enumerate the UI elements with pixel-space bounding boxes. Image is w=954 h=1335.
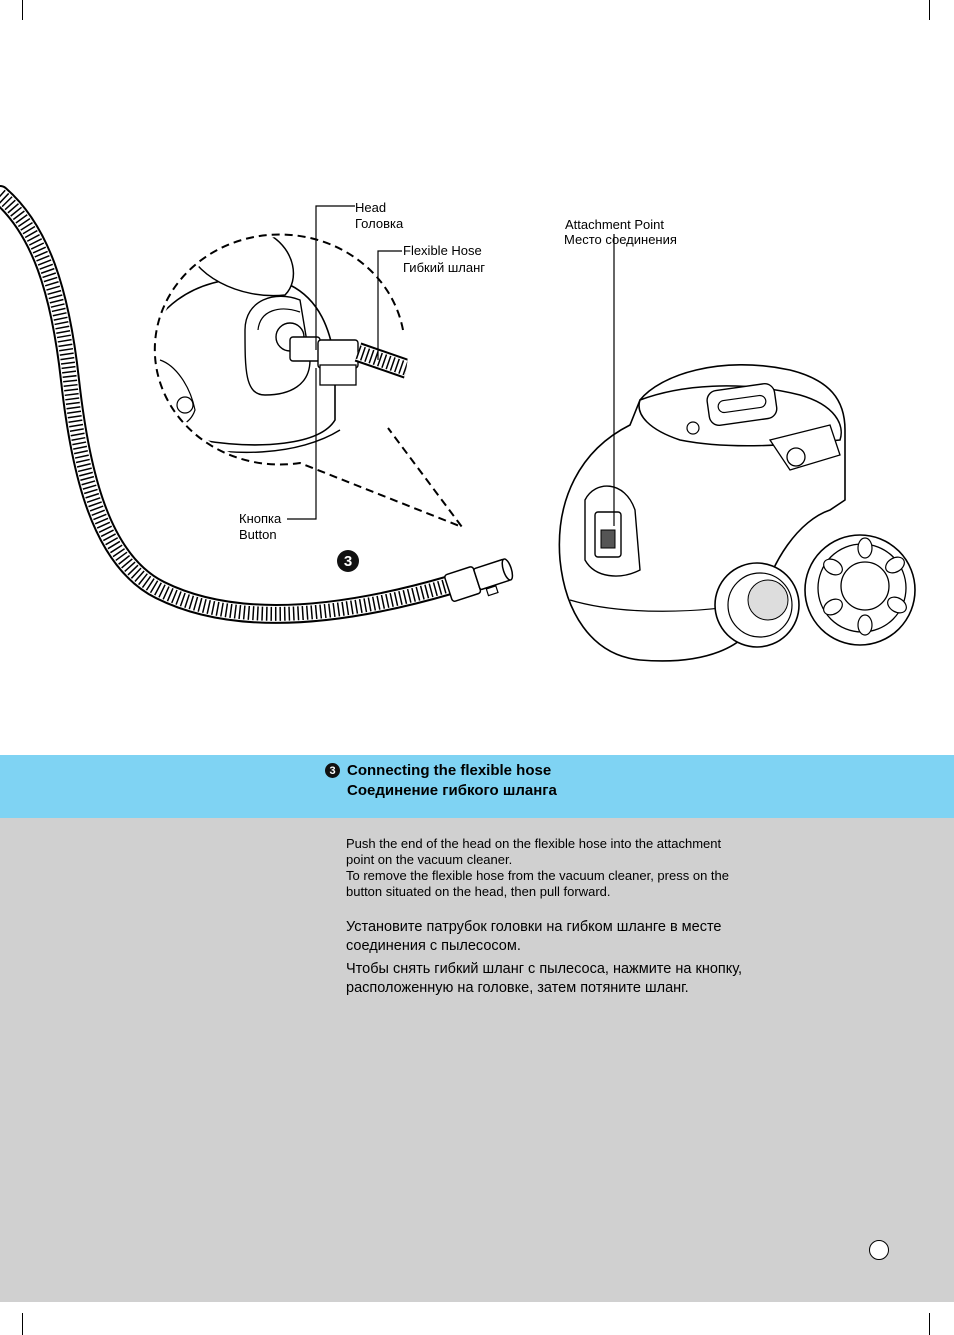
callout-hose-en: Flexible Hose bbox=[403, 243, 482, 258]
page-number-circle bbox=[869, 1240, 889, 1260]
instructions-band bbox=[0, 818, 954, 1302]
callout-button-ru: Кнопка bbox=[239, 511, 282, 526]
section-title-ru: Соединение гибкого шланга bbox=[347, 782, 557, 799]
section-title-en: Connecting the flexible hose bbox=[347, 762, 552, 779]
flexible-hose-drawing bbox=[0, 185, 514, 624]
step-number-badge: 3 bbox=[337, 550, 359, 572]
instruction-en-2-line-1: To remove the flexible hose from the vac… bbox=[346, 868, 729, 883]
crop-mark-bottom-left bbox=[22, 1313, 23, 1335]
instruction-en-2-line-2: button situated on the head, then pull f… bbox=[346, 884, 611, 899]
instruction-ru-2-line-1: Чтобы снять гибкий шланг с пылесоса, наж… bbox=[346, 961, 743, 977]
instruction-ru-1-line-1: Установите патрубок головки на гибком шл… bbox=[346, 919, 722, 935]
vacuum-cleaner-drawing bbox=[558, 234, 916, 662]
instruction-en-1: Push the end of the head on the flexible… bbox=[346, 836, 776, 868]
callout-attach-ru: Место соединения bbox=[564, 232, 677, 247]
callout-head-en: Head bbox=[355, 200, 387, 215]
crop-mark-top-left bbox=[22, 0, 23, 20]
callout-attach-en: Attachment Point bbox=[565, 217, 664, 232]
callout-button-en: Button bbox=[239, 527, 277, 542]
instruction-en-1-line-1: Push the end of the head on the flexible… bbox=[346, 836, 722, 851]
instruction-en-1-line-2: point on the vacuum cleaner. bbox=[346, 852, 513, 867]
callout-hose-ru: Гибкий шланг bbox=[403, 260, 486, 275]
section-header-band bbox=[0, 755, 954, 818]
hose-connection-illustration bbox=[0, 185, 916, 662]
instruction-ru-2-line-2: расположенную на головке, затем потяните… bbox=[346, 980, 689, 996]
instruction-ru-2: Чтобы снять гибкий шланг с пылесоса, наж… bbox=[346, 960, 786, 998]
crop-mark-top-right bbox=[929, 0, 930, 20]
instruction-ru-1: Установите патрубок головки на гибком шл… bbox=[346, 918, 786, 956]
instruction-ru-1-line-2: соединения с пылесосом. bbox=[346, 938, 521, 954]
crop-mark-bottom-right bbox=[929, 1313, 930, 1335]
section-step-badge: 3 bbox=[325, 763, 340, 778]
instruction-en-2: To remove the flexible hose from the vac… bbox=[346, 868, 776, 900]
callout-head-ru: Головка bbox=[355, 216, 404, 231]
